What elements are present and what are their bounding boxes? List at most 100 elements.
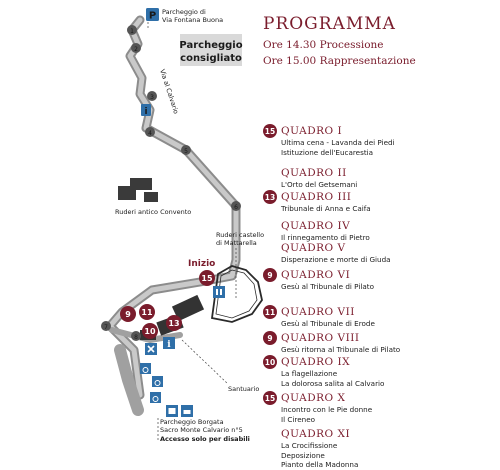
- parking-top-label-2: Via Fontana Buona: [162, 16, 223, 24]
- svg-text:10: 10: [144, 327, 156, 336]
- info-sign-icon: i: [141, 104, 151, 117]
- quadro-description: Gesù al Tribunale di Erode: [281, 319, 375, 328]
- convent-ruins-label: Ruderi antico Convento: [115, 208, 191, 216]
- svg-text:13: 13: [168, 319, 179, 328]
- svg-text:4: 4: [148, 130, 152, 137]
- station-1: 1: [127, 25, 137, 35]
- program-title: PROGRAMMA: [263, 14, 396, 34]
- svg-text:2: 2: [134, 46, 138, 53]
- sanctuary-label: Santuario: [228, 385, 259, 393]
- svg-text:6: 6: [234, 204, 238, 211]
- svg-text:15: 15: [201, 274, 213, 283]
- svg-text:i: i: [167, 340, 171, 350]
- program-panel: PROGRAMMA Ore 14.30 Processione Ore 15.0…: [263, 14, 498, 469]
- quadro-description: La dolorosa salita al Calvario: [281, 378, 385, 388]
- station-5: 5: [181, 145, 191, 155]
- bottom-parking-label-2: Sacro Monte Calvario n°5: [160, 426, 243, 434]
- svg-text:3: 3: [150, 94, 154, 101]
- quadro-description: La flagellazione: [281, 369, 338, 378]
- quadro-badge: 9: [263, 268, 277, 282]
- quadro-description: Ultima cena - Lavanda dei Piedi: [281, 138, 395, 147]
- info-point-icon: i: [163, 337, 175, 350]
- svg-text:8: 8: [134, 334, 138, 341]
- wheelchair-icon: [140, 363, 151, 374]
- quadro-title: QUADRO I: [281, 125, 343, 137]
- quadro-header: QUADRO XI: [263, 427, 498, 441]
- quadro-title: QUADRO IV: [281, 220, 351, 232]
- svg-text:5: 5: [184, 148, 188, 155]
- station-7: 7: [101, 321, 111, 331]
- quadro-header: 15 QUADRO I: [263, 124, 498, 138]
- quadro-description: Gesù al Tribunale di Pilato: [281, 282, 374, 291]
- bottom-parking-label-1: Parcheggio Borgata: [160, 418, 224, 426]
- quadro-badge: 15: [263, 124, 277, 138]
- car-parking-icon: [181, 405, 193, 417]
- quadro-header: 9 QUADRO VI: [263, 268, 498, 282]
- quadro-description: Pianto della Madonna: [281, 460, 359, 469]
- recommended-parking-box: [180, 34, 242, 66]
- quadro-header: QUADRO V: [263, 241, 498, 255]
- station-2: 2: [131, 43, 141, 53]
- quadro-description: Il rinnegamento di Pietro: [281, 233, 370, 242]
- parking-sign-icon: P: [146, 8, 159, 22]
- map-badges: 15 9 11 10 13: [120, 270, 215, 339]
- quadro-header: 9 QUADRO VIII: [263, 331, 498, 345]
- quadro-badge: 9: [263, 331, 277, 345]
- station-6: 6: [231, 201, 241, 211]
- restroom-icon: [213, 286, 225, 298]
- recommended-parking-line1: Parcheggio: [179, 40, 242, 51]
- performance-time: Ore 15.00 Rappresentazione: [263, 55, 416, 67]
- wheelchair-icon-2: [152, 376, 163, 387]
- quadro-badge: 11: [263, 305, 277, 319]
- quadro-description: Gesù ritorna al Tribunale di Pilato: [281, 345, 401, 354]
- quadro-title: QUADRO VI: [281, 269, 351, 281]
- map-badge-11: 11: [139, 304, 155, 320]
- station-4: 4: [145, 127, 155, 137]
- castle-ruins-inner: [215, 269, 258, 319]
- quadro-description: L'Orto del Getsemani: [281, 180, 358, 189]
- quadro-header: 11 QUADRO VII: [263, 305, 498, 319]
- quadro-description: La Crocifissione: [281, 441, 338, 450]
- route-path: [105, 15, 241, 416]
- quadro-title: QUADRO VII: [281, 306, 355, 318]
- map-badge-13: 13: [166, 315, 182, 331]
- quadro-header: QUADRO IV: [263, 219, 498, 233]
- quadro-title: QUADRO XI: [281, 428, 351, 440]
- svg-text:P: P: [149, 11, 156, 22]
- quadro-description: Disperazione e morte di Giuda: [281, 255, 391, 264]
- svg-text:i: i: [144, 107, 147, 117]
- castle-ruins-outline: [210, 265, 263, 323]
- map-badge-9: 9: [120, 306, 136, 322]
- station-3: 3: [147, 91, 157, 101]
- quadro-title: QUADRO II: [281, 167, 347, 179]
- disabled-access-label: Accesso solo per disabili: [160, 435, 250, 443]
- map-badge-15: 15: [199, 270, 215, 286]
- quadro-badge: 10: [263, 355, 277, 369]
- quadro-title: QUADRO VIII: [281, 332, 360, 344]
- quadro-description: Incontro con le Pie donne: [281, 405, 373, 414]
- svg-text:7: 7: [104, 324, 108, 331]
- svg-text:9: 9: [125, 310, 131, 319]
- station-8: 8: [131, 331, 141, 341]
- parking-top-label-1: Parcheggio di: [162, 8, 206, 16]
- recommended-parking-line2: consigliato: [180, 53, 242, 64]
- quadro-header: 10 QUADRO IX: [263, 355, 498, 369]
- quadro-badge: 13: [263, 190, 277, 204]
- bus-parking-icon: [166, 405, 178, 417]
- sanctuary-leader: [181, 339, 229, 385]
- quadro-title: QUADRO V: [281, 242, 346, 254]
- map-badge-10: 10: [142, 323, 158, 339]
- svg-text:11: 11: [141, 308, 153, 317]
- quadro-title: QUADRO IX: [281, 356, 351, 368]
